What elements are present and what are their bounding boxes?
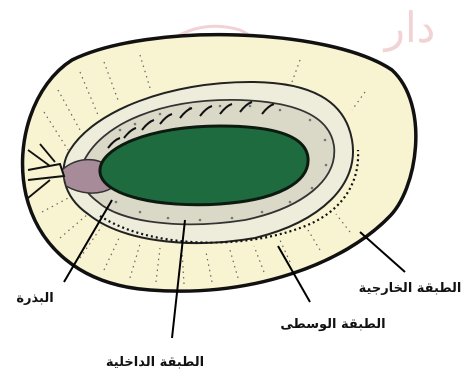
label-inner-layer: الطبقة الداخلية	[106, 355, 204, 370]
label-outer-layer: الطبقة الخارجية	[359, 281, 462, 296]
label-seed: البذرة	[16, 291, 53, 306]
label-middle-layer: الطبقة الوسطى	[280, 317, 385, 332]
outer-layer-leader-line	[360, 232, 405, 272]
watermark-text: دار	[383, 3, 436, 53]
